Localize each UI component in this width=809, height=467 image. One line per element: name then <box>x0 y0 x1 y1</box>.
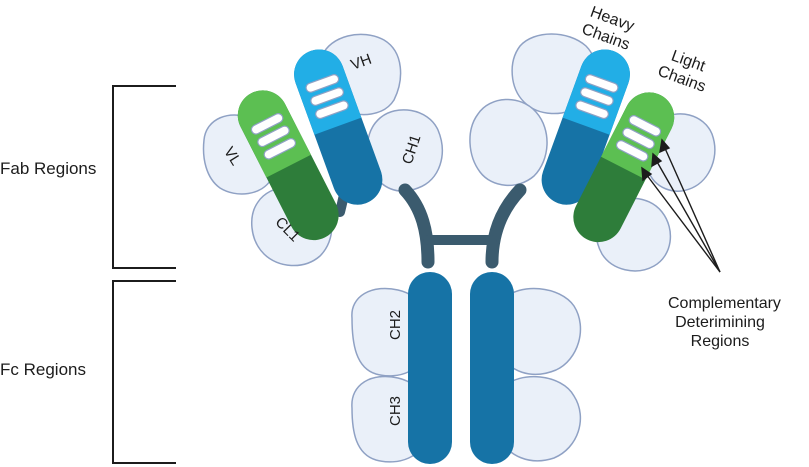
left-heavy-chain <box>294 49 383 205</box>
fc-chain-left <box>408 272 452 464</box>
fc-heavy-chains <box>408 272 514 464</box>
fc-chain-right <box>470 272 514 464</box>
vh-label: VH <box>349 51 374 74</box>
right-heavy-chain <box>541 49 630 205</box>
cdr-arrows <box>641 138 721 273</box>
ch2-label: CH2 <box>387 310 404 340</box>
cdr-label: Complementary Deterimining Regions <box>668 295 781 350</box>
cdr-bands-right-heavy <box>575 74 619 120</box>
cdr-bands-left-heavy <box>305 74 349 120</box>
ch1-domain-right <box>469 98 548 187</box>
fab-bracket <box>112 85 176 269</box>
ch3-label: CH3 <box>387 396 404 426</box>
cdr-bands-right-light <box>615 115 662 162</box>
fc-regions-label: Fc Regions <box>0 360 86 379</box>
fab-regions-label: Fab Regions <box>0 159 97 178</box>
fc-bracket <box>112 280 176 464</box>
left-light-chain <box>237 90 339 241</box>
cdr-bands-left-light <box>250 113 297 160</box>
